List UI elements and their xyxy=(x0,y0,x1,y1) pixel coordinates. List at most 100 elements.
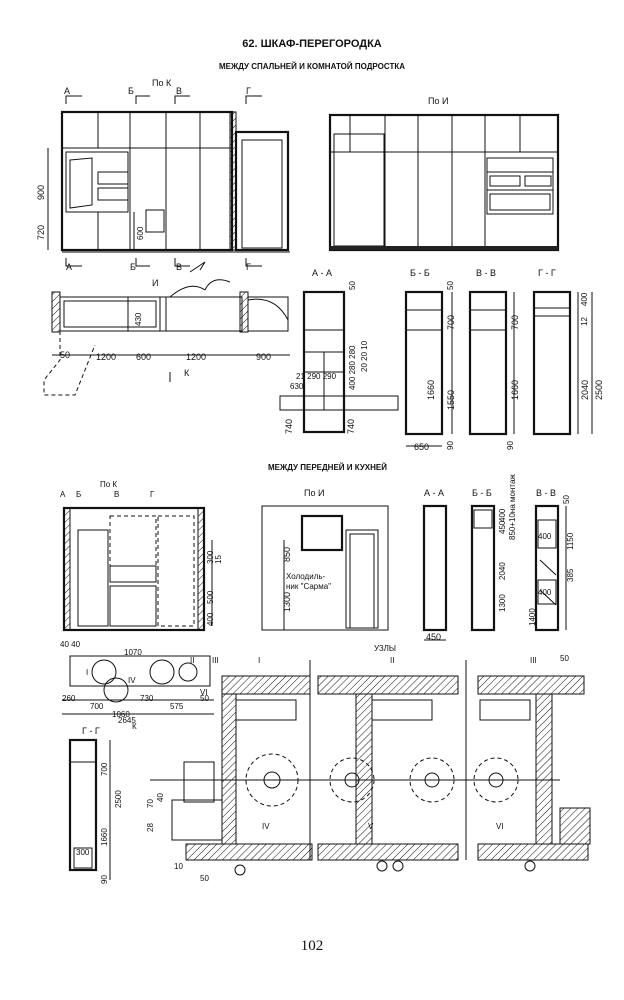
dim-450: 450 xyxy=(426,632,442,642)
dim-aa-small: 20 20 10 xyxy=(360,340,369,372)
dim-15: 15 xyxy=(214,555,223,564)
dim-1400: 1400 xyxy=(528,608,537,626)
dim-2645: 2645 xyxy=(118,716,136,725)
section-mark-a-bottom: А xyxy=(66,262,73,272)
dim-aa-heights: 400 280 280 xyxy=(348,345,357,391)
page-number: 102 xyxy=(300,938,324,954)
section-title-vv-kitchen: В - В xyxy=(536,488,557,498)
nodes-label: УЗЛЫ xyxy=(374,644,396,653)
dim-2500: 2500 xyxy=(114,790,123,808)
dim-900: 900 xyxy=(36,184,46,200)
section-subtitle-top: МЕЖДУ СПАЛЬНЕЙ И КОМНАТОЙ ПОДРОСТКА xyxy=(218,62,405,71)
dim-400c: 400 xyxy=(538,532,552,541)
dim-90b: 90 xyxy=(506,441,515,450)
section-mark-k-kitchen: К xyxy=(132,722,137,731)
dim-700: 700 xyxy=(90,702,104,711)
dim-400: 400 xyxy=(580,292,589,306)
dim-740a: 740 xyxy=(284,418,294,434)
section-mark-k: К xyxy=(184,368,190,378)
plan-label-i: I xyxy=(86,668,89,677)
dim-1300b: 1300 xyxy=(498,594,507,612)
elevation-po-k-top xyxy=(47,95,290,273)
dim-1070: 1070 xyxy=(124,648,142,657)
node-label-ii: II xyxy=(390,656,395,665)
dim-900b: 900 xyxy=(256,352,272,362)
dim-720: 720 xyxy=(36,224,46,240)
plan-kitchen xyxy=(62,655,214,715)
section-mark-v-top: В xyxy=(176,86,183,96)
dim-1200b: 1200 xyxy=(186,352,207,362)
plan-label-ii: II xyxy=(190,656,195,665)
dim-1200a: 1200 xyxy=(96,352,117,362)
dim-aa-row: 21 290 290 xyxy=(296,372,337,381)
node-label-i: I xyxy=(258,656,261,665)
dim-70: 70 xyxy=(146,799,155,808)
section-mark-a-top: А xyxy=(64,86,71,96)
dim-400d: 400 xyxy=(538,588,552,597)
dim-2040: 2040 xyxy=(580,379,590,400)
section-mark-a-kitchen: А xyxy=(60,490,66,499)
sections-kitchen xyxy=(422,504,567,641)
dim-1660: 1660 xyxy=(100,828,109,846)
page-title: 62. ШКАФ-ПЕРЕГОРОДКА xyxy=(242,38,382,50)
plan-label-iii: III xyxy=(212,656,219,665)
node-label-iv: IV xyxy=(262,822,270,831)
dim-2500: 2500 xyxy=(594,379,604,400)
dim-1060: 1060 xyxy=(112,710,130,719)
fridge-label: Холодиль- ник "Сарма" xyxy=(286,572,332,591)
dim-90a: 90 xyxy=(446,441,455,450)
view-label-po-i-2: По И xyxy=(304,488,325,498)
dim-50c: 50 xyxy=(446,281,455,290)
view-label-po-k-2: По К xyxy=(100,480,118,489)
dim-50b: 50 xyxy=(348,281,357,290)
dim-850: 850 xyxy=(282,546,292,562)
dim-50b: 50 xyxy=(200,694,209,703)
section-title-vv: В - В xyxy=(476,268,497,278)
dim-50: 50 xyxy=(60,350,71,360)
section-subtitle-bottom: МЕЖДУ ПЕРЕДНЕЙ И КУХНЕЙ xyxy=(268,463,387,472)
node-label-vi: VI xyxy=(496,822,504,831)
dim-90: 90 xyxy=(100,875,109,884)
dim-500: 500 xyxy=(206,590,215,604)
dim-aa-630: 630 xyxy=(290,382,304,391)
dim-50c: 50 xyxy=(200,874,209,883)
dim-575: 575 xyxy=(170,702,184,711)
section-mark-b-bottom: Б xyxy=(130,262,136,272)
section-title-gg-kitchen: Г - Г xyxy=(82,726,100,736)
section-title-gg: Г - Г xyxy=(538,268,556,278)
dim-700b: 700 xyxy=(100,762,109,776)
section-title-bb-kitchen: Б - Б xyxy=(472,488,492,498)
elevation-kitchen-po-i xyxy=(261,505,389,631)
dim-600: 600 xyxy=(136,226,145,240)
dim-300b: 300 xyxy=(76,848,90,857)
dim-12: 12 xyxy=(580,317,589,326)
dim-850-mount: 850+10на монтаж xyxy=(508,474,517,540)
elevation-po-i-top xyxy=(328,113,560,252)
node-label-v: V xyxy=(368,822,374,831)
section-gg-kitchen xyxy=(68,738,111,880)
dim-1660b: 1660 xyxy=(510,379,520,400)
section-title-aa: А - А xyxy=(312,268,333,278)
dim-40-40: 40 40 xyxy=(60,640,81,649)
section-mark-b-kitchen: Б xyxy=(76,490,82,499)
dim-740b: 740 xyxy=(346,418,356,434)
dim-385: 385 xyxy=(566,568,575,582)
dim-730: 730 xyxy=(140,694,154,703)
section-title-aa-kitchen: А - А xyxy=(424,488,445,498)
dim-50d: 50 xyxy=(560,654,569,663)
dim-700b: 700 xyxy=(510,314,520,330)
view-label-po-i: По И xyxy=(428,96,449,106)
plan-label-iv: IV xyxy=(128,676,136,685)
node-label-iii: III xyxy=(530,656,537,665)
section-mark-g-kitchen: Г xyxy=(150,490,155,499)
dim-50: 50 xyxy=(562,495,571,504)
dim-450b: 450 xyxy=(498,520,507,534)
elevation-kitchen-left xyxy=(62,506,213,632)
sections-top xyxy=(279,290,593,447)
dim-700a: 700 xyxy=(446,314,456,330)
dim-1550: 1550 xyxy=(446,389,456,410)
dim-28: 28 xyxy=(146,823,155,832)
dim-650: 650 xyxy=(414,442,430,452)
dim-1660a: 1660 xyxy=(426,379,436,400)
